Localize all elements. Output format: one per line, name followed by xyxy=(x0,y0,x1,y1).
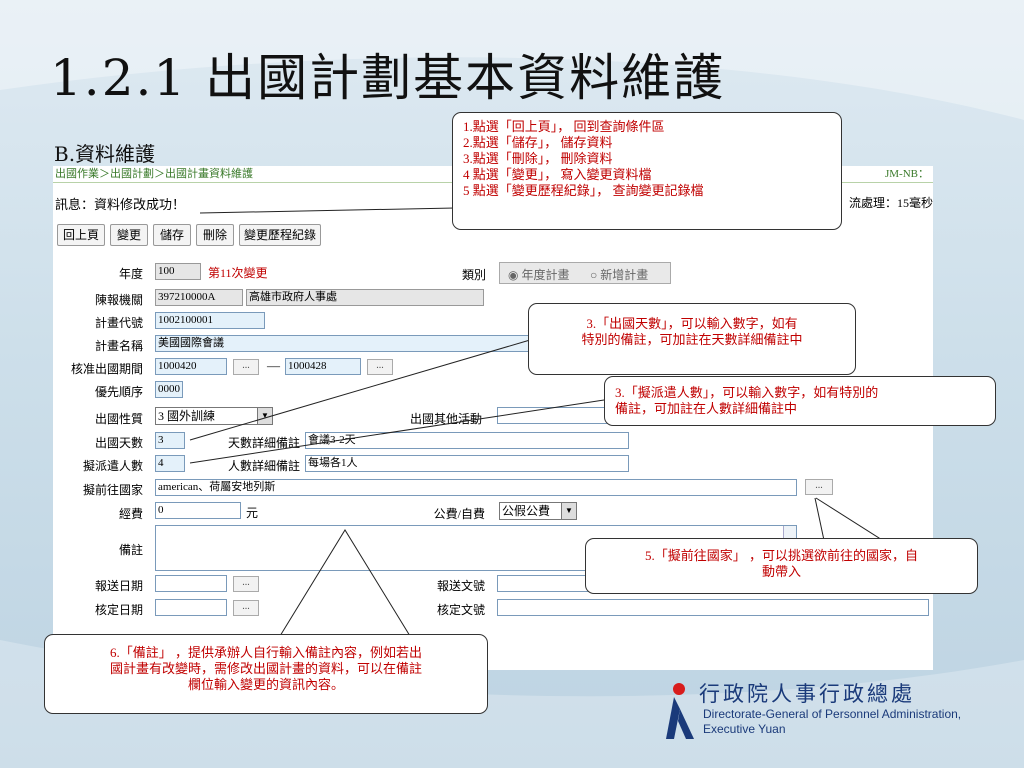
approve-no-field[interactable] xyxy=(497,599,929,616)
type-radio-group: ◉ 年度計畫 ○ 新增計畫 xyxy=(499,262,671,284)
radio-new[interactable]: ○ 新增計畫 xyxy=(590,268,649,282)
year-label: 年度 xyxy=(118,267,143,281)
fund-label: 公費/自費 xyxy=(433,507,485,521)
save-button[interactable]: 儲存 xyxy=(153,224,191,246)
agency-code-field[interactable]: 397210000A xyxy=(155,289,243,306)
people-note-field[interactable]: 每場各1人 xyxy=(305,455,629,472)
nature-select[interactable]: 3 國外訓練 ▼ xyxy=(155,407,273,425)
logo-english: Directorate-General of Personnel Adminis… xyxy=(703,707,961,737)
callout-line: 1.點選「回上頁」， 回到查詢條件區 xyxy=(463,119,665,134)
other-activity-label: 出國其他活動 xyxy=(409,412,482,426)
days-note-field[interactable]: 會議3-2天 xyxy=(305,432,629,449)
plan-code-label: 計畫代號 xyxy=(94,316,143,330)
period-start-field[interactable]: 1000420 xyxy=(155,358,227,375)
callout-line: 備註，可加註在人數詳細備註中 xyxy=(615,401,798,416)
people-label: 擬派遣人數 xyxy=(82,459,143,473)
radio-new-label: 新增計畫 xyxy=(600,268,649,282)
callout-line: 動帶入 xyxy=(761,564,801,579)
approve-date-label: 核定日期 xyxy=(94,603,143,617)
fee-field[interactable]: 0 xyxy=(155,502,241,519)
days-note-label: 天數詳細備註 xyxy=(227,436,300,450)
country-field[interactable]: american、荷屬安地列斯 xyxy=(155,479,797,496)
logo-dot-icon xyxy=(673,683,685,695)
report-date-picker[interactable]: ... xyxy=(233,576,259,592)
approve-date-field[interactable] xyxy=(155,599,227,616)
year-field[interactable]: 100 xyxy=(155,263,201,280)
priority-label: 優先順序 xyxy=(94,385,143,399)
breadcrumb-text[interactable]: 出國作業＞出國計劃＞出國計畫資料維護 xyxy=(55,168,253,180)
slide-subtitle: B.資料維護 xyxy=(54,142,156,166)
type-label: 類別 xyxy=(461,268,486,282)
logo-mark-icon xyxy=(666,697,694,739)
period-end-field[interactable]: 1000428 xyxy=(285,358,361,375)
callout-line: 6.「備註」 ，提供承辦人自行輸入備註內容，例如若出 xyxy=(109,645,422,660)
approve-date-picker[interactable]: ... xyxy=(233,600,259,616)
people-field[interactable]: 4 xyxy=(155,455,185,472)
callout-line: 欄位輸入變更的資訊內容。 xyxy=(187,677,344,692)
radio-annual-label: 年度計畫 xyxy=(521,268,570,282)
period-end-picker[interactable]: ... xyxy=(367,359,393,375)
callout-days: 3.「出國天數」，可以輸入數字，如有 特別的備註，可加註在天數詳細備註中 xyxy=(528,303,856,375)
chevron-down-icon[interactable]: ▼ xyxy=(561,503,576,519)
plan-name-label: 計畫名稱 xyxy=(94,339,143,353)
callout-line: 3.點選「刪除」， 刪除資料 xyxy=(463,151,613,166)
callout-line: 5.「擬前往國家」 ，可以挑選欲前往的國家，自 xyxy=(644,548,918,563)
callout-people: 3.「擬派遣人數」，可以輸入數字，如有特別的 備註，可加註在人數詳細備註中 xyxy=(604,376,996,426)
radio-annual[interactable]: ◉ 年度計畫 xyxy=(508,268,570,282)
change-button[interactable]: 變更 xyxy=(110,224,148,246)
country-picker[interactable]: ... xyxy=(805,479,833,495)
change-history-button[interactable]: 變更歷程紀錄 xyxy=(239,224,321,246)
logo-english-line1: Directorate-General of Personnel Adminis… xyxy=(703,707,962,721)
callout-line: 3.「擬派遣人數」，可以輸入數字，如有特別的 xyxy=(615,385,879,400)
fund-value: 公假公費 xyxy=(502,504,551,518)
people-note-label: 人數詳細備註 xyxy=(227,459,300,473)
plan-code-field[interactable]: 1002100001 xyxy=(155,312,265,329)
callout-line: 2.點選「儲存」， 儲存資料 xyxy=(463,135,613,150)
callout-remark: 6.「備註」 ，提供承辦人自行輸入備註內容，例如若出 國計畫有改變時，需修改出國… xyxy=(44,634,488,714)
period-start-picker[interactable]: ... xyxy=(233,359,259,375)
fee-unit: 元 xyxy=(246,506,259,520)
callout-line: 特別的備註，可加註在天數詳細備註中 xyxy=(581,332,803,347)
nature-value: 3 國外訓練 xyxy=(158,409,216,423)
nature-label: 出國性質 xyxy=(94,412,143,426)
period-separator: — xyxy=(267,358,280,373)
fund-select[interactable]: 公假公費 ▼ xyxy=(499,502,577,520)
plan-name-field[interactable]: 美國國際會議 xyxy=(155,335,535,352)
report-no-label: 報送文號 xyxy=(436,579,485,593)
priority-field[interactable]: 0000 xyxy=(155,381,183,398)
logo-english-line2: Executive Yuan xyxy=(703,722,786,736)
callout-line: 5 點選「變更歷程紀錄」， 查詢變更記錄檔 xyxy=(463,183,704,198)
callout-line: 4 點選「變更」， 寫入變更資料檔 xyxy=(463,167,652,182)
slide-title: 1.2.1 出國計劃基本資料維護 xyxy=(50,49,726,107)
status-message: 訊息：資料修改成功！ xyxy=(55,197,186,212)
logo-chinese: 行政院人事行政總處 xyxy=(699,682,915,706)
remark-label: 備註 xyxy=(118,543,143,557)
change-number: 第11次變更 xyxy=(208,266,268,280)
delete-button[interactable]: 刪除 xyxy=(196,224,234,246)
user-label: JM-NB： xyxy=(884,168,929,180)
report-date-label: 報送日期 xyxy=(94,579,143,593)
country-label: 擬前往國家 xyxy=(82,483,143,497)
chevron-down-icon[interactable]: ▼ xyxy=(257,408,272,424)
approve-no-label: 核定文號 xyxy=(436,603,485,617)
agency-name-field[interactable]: 高雄市政府人事處 xyxy=(246,289,484,306)
callout-line: 國計畫有改變時，需修改出國計畫的資料，可以在備註 xyxy=(109,661,422,676)
days-field[interactable]: 3 xyxy=(155,432,185,449)
back-button[interactable]: 回上頁 xyxy=(57,224,105,246)
callout-buttons: 1.點選「回上頁」， 回到查詢條件區 2.點選「儲存」， 儲存資料 3.點選「刪… xyxy=(452,112,842,230)
report-date-field[interactable] xyxy=(155,575,227,592)
agency-label: 陳報機關 xyxy=(94,293,143,307)
callout-line: 3.「出國天數」，可以輸入數字，如有 xyxy=(586,316,798,331)
period-label: 核准出國期間 xyxy=(70,362,143,376)
fee-label: 經費 xyxy=(118,507,143,521)
days-label: 出國天數 xyxy=(94,436,143,450)
timing-text: 流處理：15毫秒 xyxy=(848,196,933,210)
callout-country: 5.「擬前往國家」 ，可以挑選欲前往的國家，自 動帶入 xyxy=(585,538,978,594)
